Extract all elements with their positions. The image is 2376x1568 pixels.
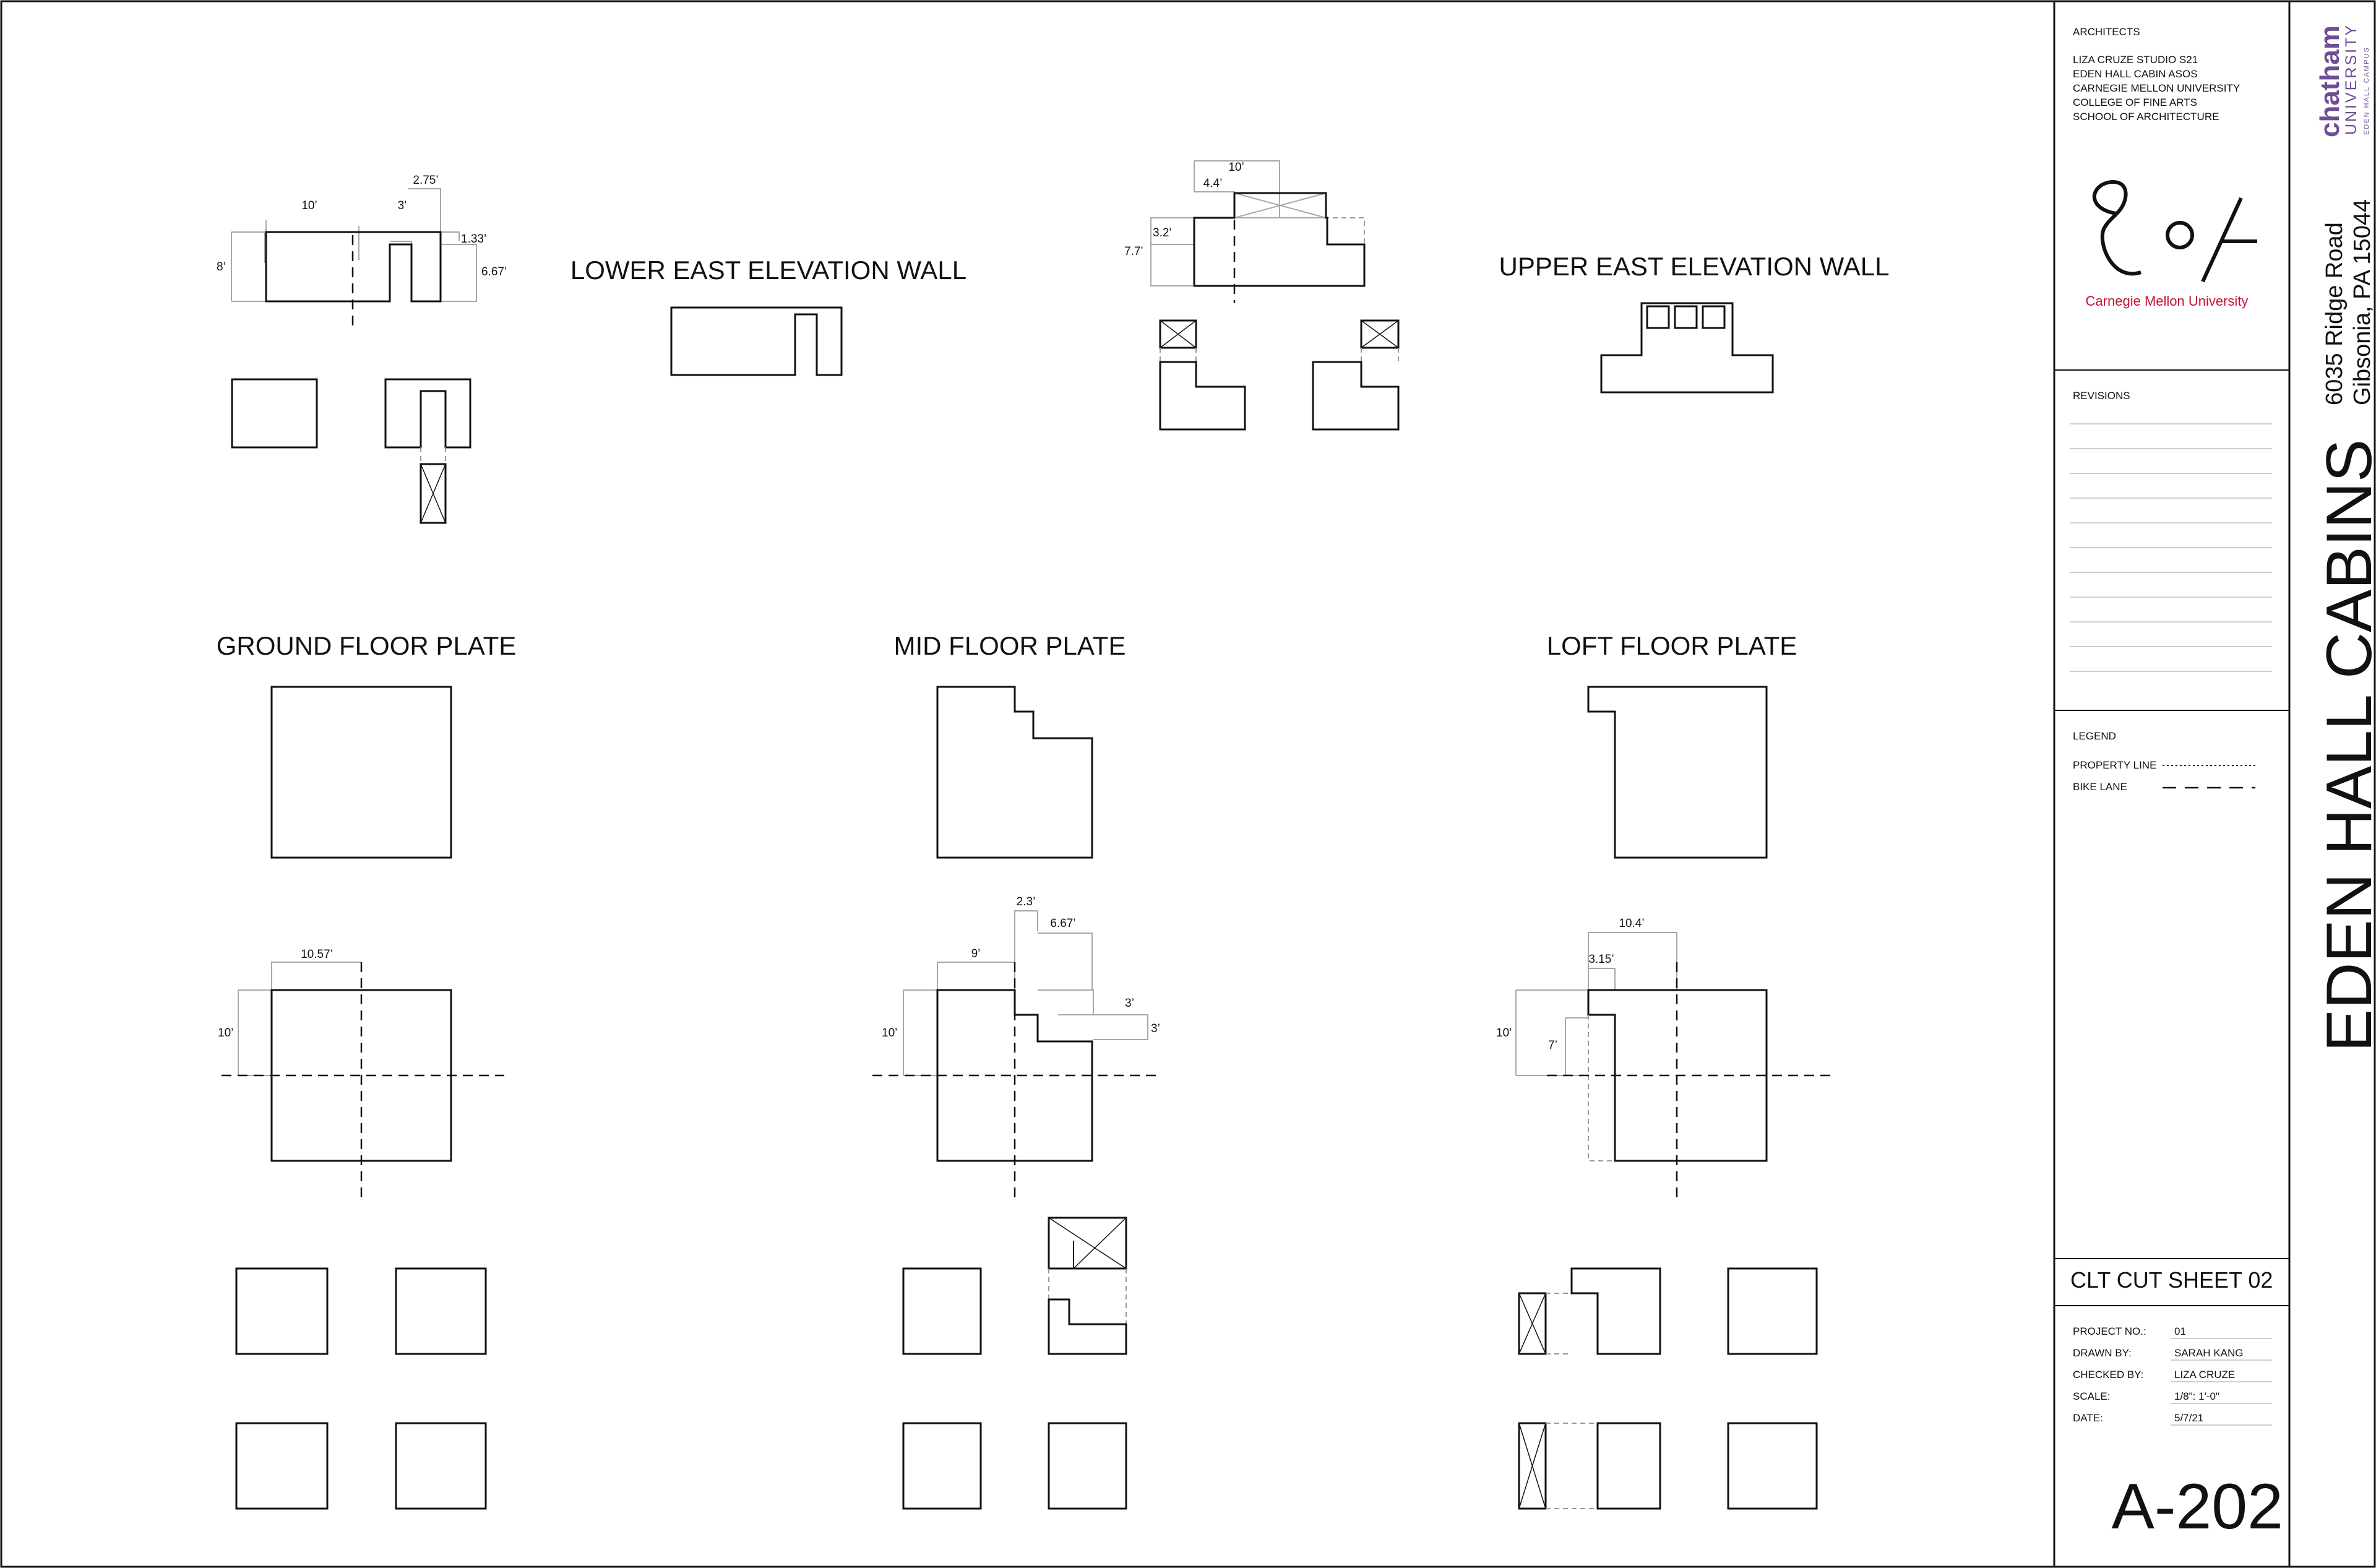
info-label-project: PROJECT NO.: [2073, 1325, 2146, 1337]
lower-east-piece-post [420, 463, 447, 524]
lower-east-outline [670, 306, 843, 376]
info-label-checked: CHECKED BY: [2073, 1369, 2143, 1381]
soa-logo: Carnegie Mellon University [2086, 180, 2257, 309]
mid-plate [936, 686, 1093, 859]
project-name: EDEN HALL CABINS [2314, 439, 2376, 1052]
dim-loft-d: 7’ [1548, 1039, 1557, 1052]
lower-east-piece-u [384, 378, 471, 449]
dim-lower-d: 1.33’ [461, 233, 486, 246]
dim-upper-c: 3.2’ [1153, 226, 1172, 239]
dim-lower-a: 10’ [301, 199, 317, 212]
revisions-heading: REVISIONS [2073, 390, 2130, 402]
info-value-scale: 1/8": 1'-0" [2174, 1390, 2219, 1402]
dim-mid-a: 2.3’ [1017, 895, 1036, 908]
architects-line-4: SCHOOL OF ARCHITECTURE [2073, 111, 2219, 123]
loft-floor-group: LOFT FLOOR PLATE 10.4’ 3.15’ 10’ 7’ [1496, 631, 1832, 1510]
ground-floor-group: GROUND FLOOR PLATE 10.57’ 10’ [217, 631, 517, 1510]
loft-plate [1587, 686, 1768, 859]
info-label-scale: SCALE: [2073, 1390, 2110, 1402]
dim-mid-c: 6.67’ [1050, 917, 1075, 930]
info-value-checked: LIZA CRUZE [2174, 1369, 2235, 1381]
architects-line-0: LIZA CRUZE STUDIO S21 [2073, 54, 2198, 66]
info-value-project: 01 [2174, 1325, 2186, 1337]
dim-mid-d: 10’ [882, 1027, 897, 1040]
chatham-wordmark: chatham [2315, 25, 2345, 137]
chatham-campus: EDEN HALL CAMPUS [2363, 46, 2370, 135]
loft-title: LOFT FLOOR PLATE [1547, 631, 1797, 660]
mid-floor-group: MID FLOOR PLATE 2.3’ 9’ 6.67’ 10’ 3’ 3’ [872, 631, 1160, 1510]
ground-plate [270, 686, 452, 859]
info-label-drawn: DRAWN BY: [2073, 1347, 2132, 1359]
info-value-drawn: SARAH KANG [2174, 1347, 2243, 1359]
chatham-university: UNIVERSITY [2343, 24, 2360, 135]
dim-mid-e: 3’ [1125, 997, 1134, 1010]
upper-east-title: UPPER EAST ELEVATION WALL [1499, 252, 1890, 281]
ground-title: GROUND FLOOR PLATE [217, 631, 517, 660]
dim-mid-f: 3’ [1151, 1022, 1160, 1035]
dim-upper-b: 4.4’ [1203, 177, 1223, 190]
cmu-wordmark: Carnegie Mellon University [2086, 293, 2249, 309]
dim-lower-f: 6.67’ [481, 265, 507, 278]
sheet-number: A-202 [2111, 1471, 2283, 1543]
revision-lines [2070, 423, 2272, 672]
legend-heading: LEGEND [2073, 730, 2116, 742]
dim-ground-b: 10’ [218, 1027, 233, 1040]
info-label-date: DATE: [2073, 1412, 2103, 1424]
lower-east-piece-rect [231, 378, 318, 449]
dim-upper-a: 10’ [1228, 161, 1244, 174]
lower-east-elevation-group: 10’ 3’ 2.75’ 1.33’ 8’ 6.67’ LOWER EAST E… [217, 174, 966, 524]
architects-line-2: CARNEGIE MELLON UNIVERSITY [2073, 82, 2240, 94]
dim-mid-b: 9’ [971, 947, 981, 960]
info-value-date: 5/7/21 [2174, 1412, 2203, 1424]
info-table: PROJECT NO.: 01 DRAWN BY: SARAH KANG CHE… [2073, 1325, 2272, 1426]
lower-east-title: LOWER EAST ELEVATION WALL [570, 256, 966, 285]
upper-east-outline [1600, 302, 1774, 394]
sheet-title: CLT CUT SHEET 02 [2070, 1267, 2273, 1293]
dim-lower-c: 2.75’ [413, 174, 438, 187]
dim-lower-e: 8’ [217, 261, 226, 274]
legend-bike-lane: BIKE LANE [2073, 781, 2127, 793]
architects-heading: ARCHITECTS [2073, 26, 2140, 38]
dim-lower-b: 3’ [398, 199, 407, 212]
dim-upper-d: 7.7’ [1124, 245, 1143, 258]
dim-loft-b: 3.15’ [1588, 953, 1614, 966]
dim-loft-a: 10.4’ [1619, 917, 1644, 930]
architects-line-3: COLLEGE OF FINE ARTS [2073, 97, 2197, 108]
architects-line-1: EDEN HALL CABIN ASOS [2073, 68, 2198, 80]
address-line-2: Gibsonia, PA 15044 [2349, 199, 2375, 405]
dim-ground-a: 10.57’ [301, 948, 333, 961]
mid-title: MID FLOOR PLATE [894, 631, 1126, 660]
title-block: ARCHITECTS LIZA CRUZE STUDIO S21 EDEN HA… [2054, 24, 2376, 1543]
address-line-1: 6035 Ridge Road [2322, 222, 2348, 405]
upper-east-elevation-group: 10’ 4.4’ 3.2’ 7.7’ UPPER EAST ELEVATION … [1124, 160, 1890, 431]
dim-loft-c: 10’ [1496, 1027, 1512, 1040]
legend-property-line: PROPERTY LINE [2073, 759, 2156, 771]
